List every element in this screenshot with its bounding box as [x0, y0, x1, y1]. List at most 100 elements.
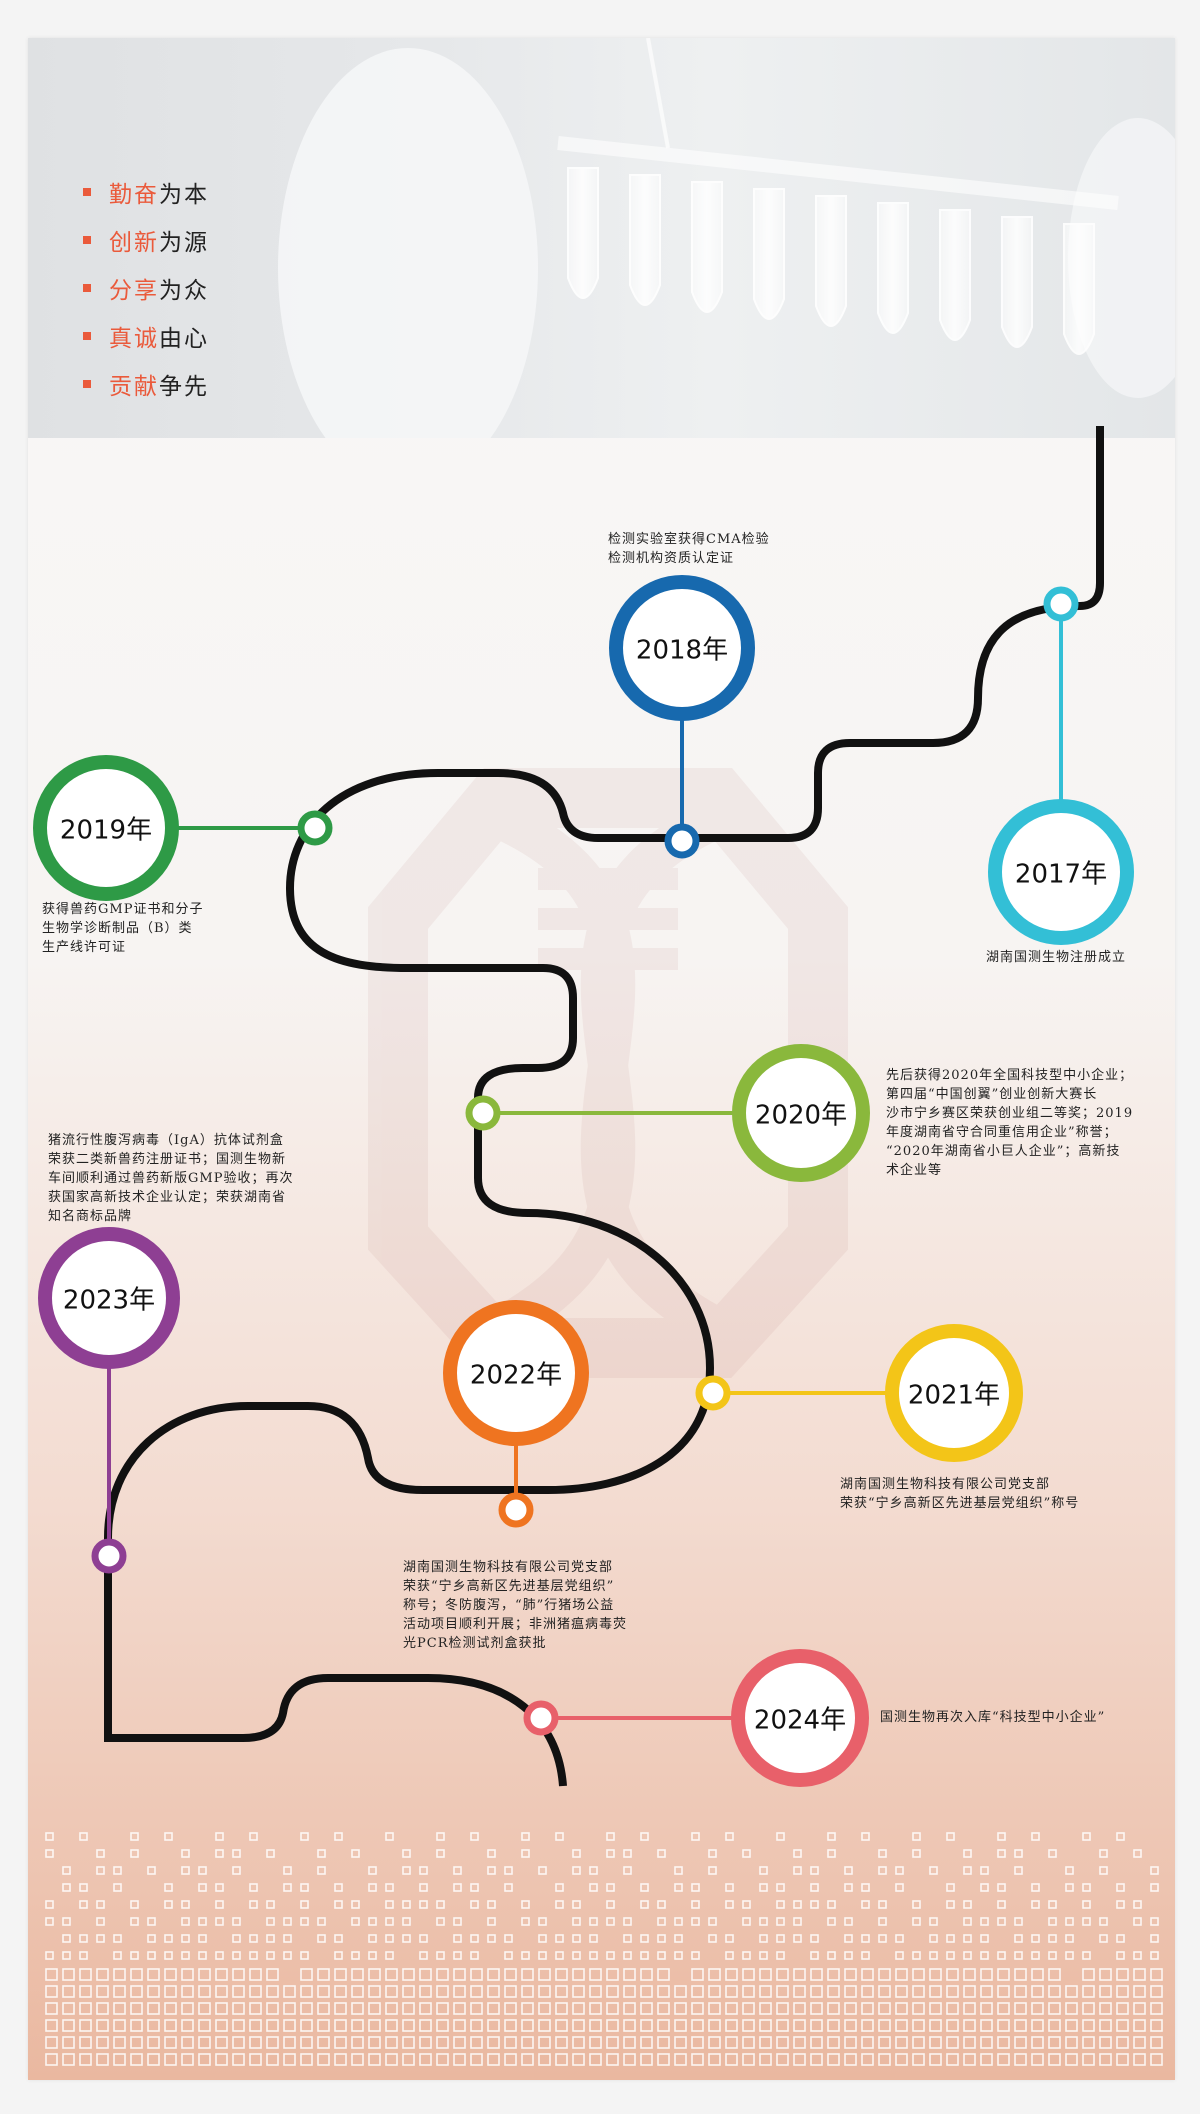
deco-square [1116, 1934, 1125, 1943]
deco-square [589, 1985, 602, 1998]
deco-square [232, 1917, 241, 1926]
deco-square [657, 1849, 666, 1858]
deco-square [266, 1849, 275, 1858]
deco-square [198, 1866, 207, 1875]
deco-square [929, 2002, 942, 2015]
deco-square [385, 1951, 394, 1960]
deco-square [1150, 2053, 1163, 2066]
deco-square [912, 1917, 921, 1926]
deco-square [232, 1968, 245, 1981]
deco-square [317, 1866, 326, 1875]
deco-square [538, 2019, 551, 2032]
deco-square [844, 1951, 853, 1960]
deco-square [1099, 2002, 1112, 2015]
deco-square [657, 1900, 666, 1909]
deco-square [759, 2019, 772, 2032]
deco-square [946, 1951, 955, 1960]
deco-square [232, 1985, 245, 1998]
deco-square [725, 1900, 734, 1909]
deco-square [45, 2053, 58, 2066]
deco-square [487, 1866, 496, 1875]
deco-square [793, 1968, 806, 1981]
deco-square [674, 1985, 687, 1998]
deco-square [1133, 1951, 1142, 1960]
bullet-square-icon [83, 380, 91, 388]
deco-square [912, 1951, 921, 1960]
deco-square [1082, 2053, 1095, 2066]
deco-square [572, 1985, 585, 1998]
deco-square [1099, 2053, 1112, 2066]
deco-square [742, 2053, 755, 2066]
deco-square [385, 2019, 398, 2032]
deco-square [674, 2019, 687, 2032]
deco-square [96, 1900, 105, 1909]
deco-square [249, 1951, 258, 1960]
deco-square [572, 2053, 585, 2066]
deco-square [402, 2002, 415, 2015]
deco-square [759, 1883, 768, 1892]
deco-square [164, 2002, 177, 2015]
deco-square [827, 1968, 840, 1981]
year-2017-label: 2017年 [1014, 859, 1108, 890]
deco-square [606, 1968, 619, 1981]
deco-square [419, 2036, 432, 2049]
deco-square [929, 1985, 942, 1998]
deco-square [232, 1934, 241, 1943]
deco-square [45, 1849, 54, 1858]
deco-square [912, 2053, 925, 2066]
deco-square [946, 1900, 955, 1909]
deco-square [912, 2019, 925, 2032]
deco-square [1099, 2036, 1112, 2049]
deco-square [776, 1951, 785, 1960]
deco-square [929, 1934, 938, 1943]
deco-square [980, 1883, 989, 1892]
deco-square [555, 2036, 568, 2049]
bullet-square-icon [83, 236, 91, 244]
deco-square [130, 1968, 143, 1981]
deco-square [963, 1917, 972, 1926]
deco-square [1014, 1917, 1023, 1926]
deco-square [79, 1832, 88, 1841]
deco-square [776, 1832, 785, 1841]
deco-square [640, 1951, 649, 1960]
year-2022-label: 2022年 [469, 1360, 563, 1391]
deco-square [283, 2053, 296, 2066]
deco-square [249, 1900, 258, 1909]
deco-square [96, 1917, 105, 1926]
deco-square [759, 1985, 772, 1998]
deco-square [79, 1951, 88, 1960]
deco-square [453, 1883, 462, 1892]
deco-square [521, 2036, 534, 2049]
deco-square [963, 2019, 976, 2032]
deco-square [232, 2036, 245, 2049]
deco-square [266, 1900, 275, 1909]
deco-square [623, 1985, 636, 1998]
deco-square [334, 2053, 347, 2066]
deco-square [997, 1968, 1010, 1981]
milestone-2017-desc: 湖南国测生物注册成立 [986, 950, 1127, 965]
deco-square [1150, 1917, 1159, 1926]
year-bubble-2017 [988, 799, 1134, 945]
deco-square [45, 2036, 58, 2049]
deco-square [402, 1866, 411, 1875]
deco-square [45, 1917, 54, 1926]
deco-square [181, 2002, 194, 2015]
deco-square [1048, 2053, 1061, 2066]
deco-square [300, 2036, 313, 2049]
deco-square [419, 1951, 428, 1960]
deco-square [487, 1900, 496, 1909]
deco-square [436, 1832, 445, 1841]
deco-square [351, 2036, 364, 2049]
deco-square [130, 1985, 143, 1998]
deco-square [181, 2019, 194, 2032]
deco-square [878, 2053, 891, 2066]
deco-square [725, 1934, 734, 1943]
deco-square [419, 1968, 432, 1981]
deco-square [181, 1934, 190, 1943]
deco-square [980, 1866, 989, 1875]
deco-square [606, 1883, 615, 1892]
deco-square [1150, 1934, 1159, 1943]
deco-square [1048, 2019, 1061, 2032]
deco-square [198, 1917, 207, 1926]
deco-square [623, 1866, 632, 1875]
